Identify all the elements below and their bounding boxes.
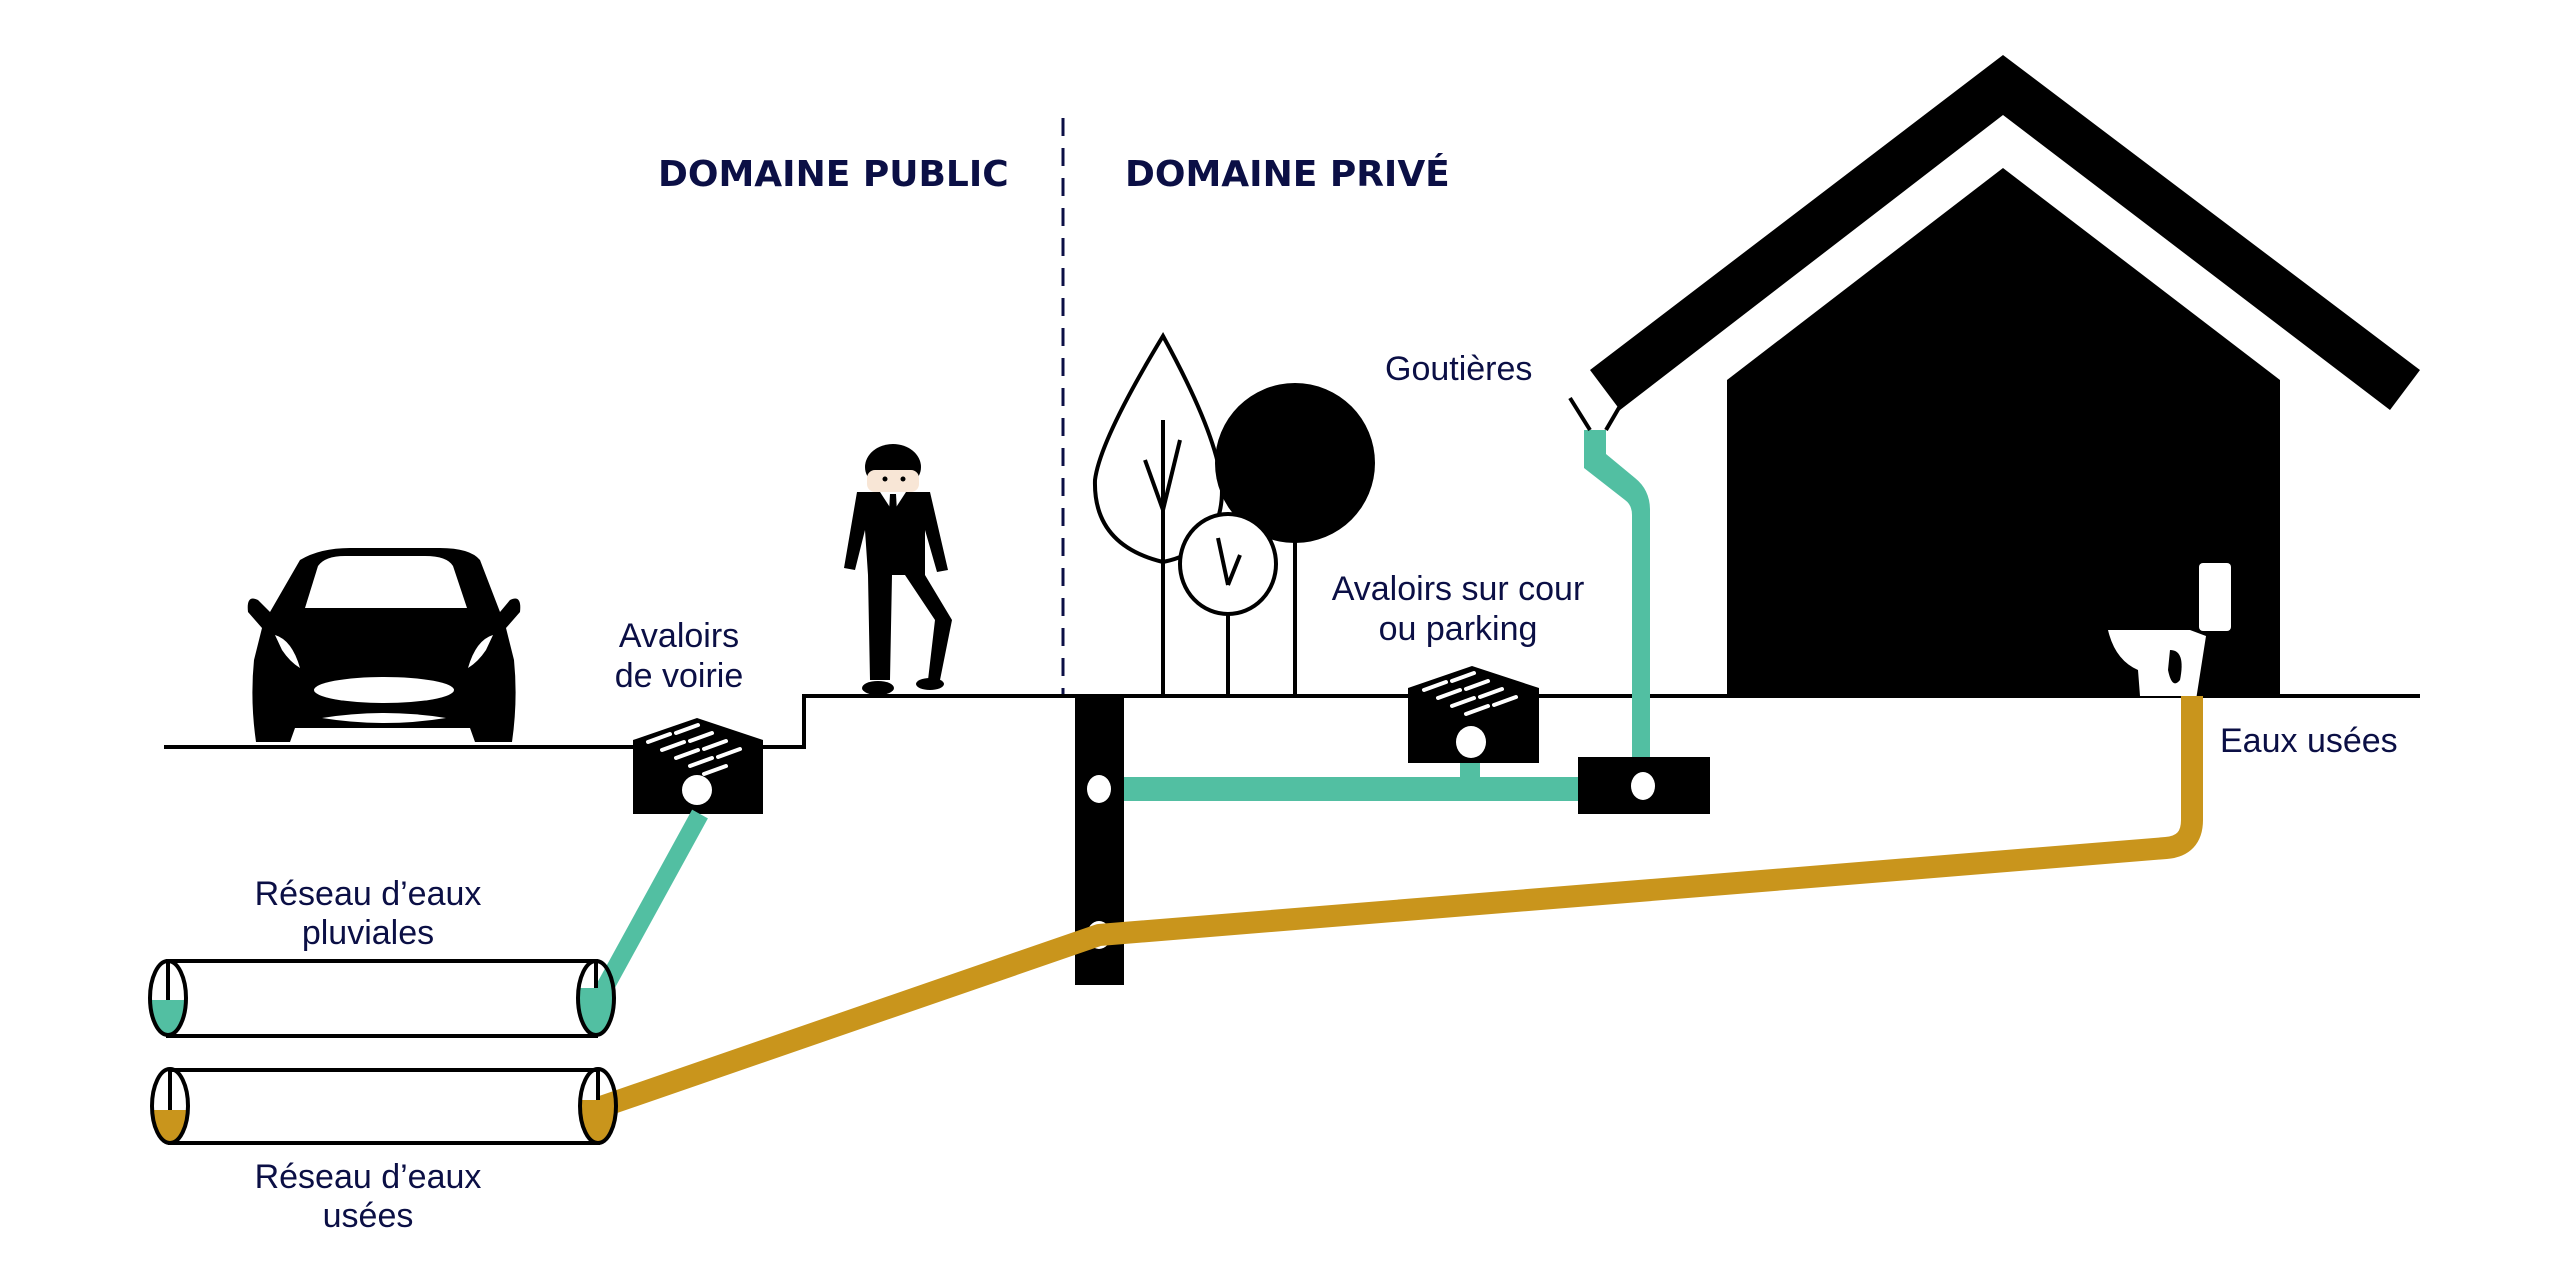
yard-drain-icon (1408, 666, 1539, 763)
heading-public-domain: DOMAINE PUBLIC (658, 154, 1009, 195)
heading-private-domain: DOMAINE PRIVÉ (1125, 153, 1450, 195)
stormwater-pipe-street (590, 809, 708, 1005)
label-yard-drains-line2: ou parking (1379, 610, 1538, 648)
ground-line (164, 694, 2420, 749)
label-stormwater-network-line2: pluviales (302, 914, 434, 952)
tree-icon-small (1178, 512, 1278, 696)
person-icon (844, 444, 952, 695)
label-gutters: Goutières (1385, 350, 1532, 388)
tree-icon-dark (1215, 383, 1375, 696)
label-stormwater-network-line1: Réseau d’eaux (255, 875, 482, 913)
connection-box-icon (1578, 757, 1710, 814)
label-wastewater-outlet: Eaux usées (2220, 722, 2398, 760)
label-street-drains-line1: Avaloirs (619, 617, 739, 655)
car-icon (247, 548, 521, 742)
label-yard-drains-line1: Avaloirs sur cour (1332, 570, 1585, 608)
label-wastewater-network-line1: Réseau d’eaux (255, 1158, 482, 1196)
street-drain-icon (633, 718, 763, 814)
tree-icon (1092, 331, 1225, 696)
label-street-drains-line2: de voirie (615, 657, 744, 695)
wastewater-network-pipe (150, 1067, 618, 1145)
label-wastewater-network-line2: usées (323, 1197, 414, 1235)
toilet-icon (2108, 563, 2231, 700)
wastewater-pipe (594, 696, 2203, 1119)
stormwater-network-pipe (148, 959, 616, 1038)
gutter-downspout (1568, 396, 1650, 757)
stormwater-pipe-yard-link (1460, 758, 1480, 780)
stormwater-pipe-private (1124, 777, 1584, 801)
house-icon (1590, 55, 2420, 696)
